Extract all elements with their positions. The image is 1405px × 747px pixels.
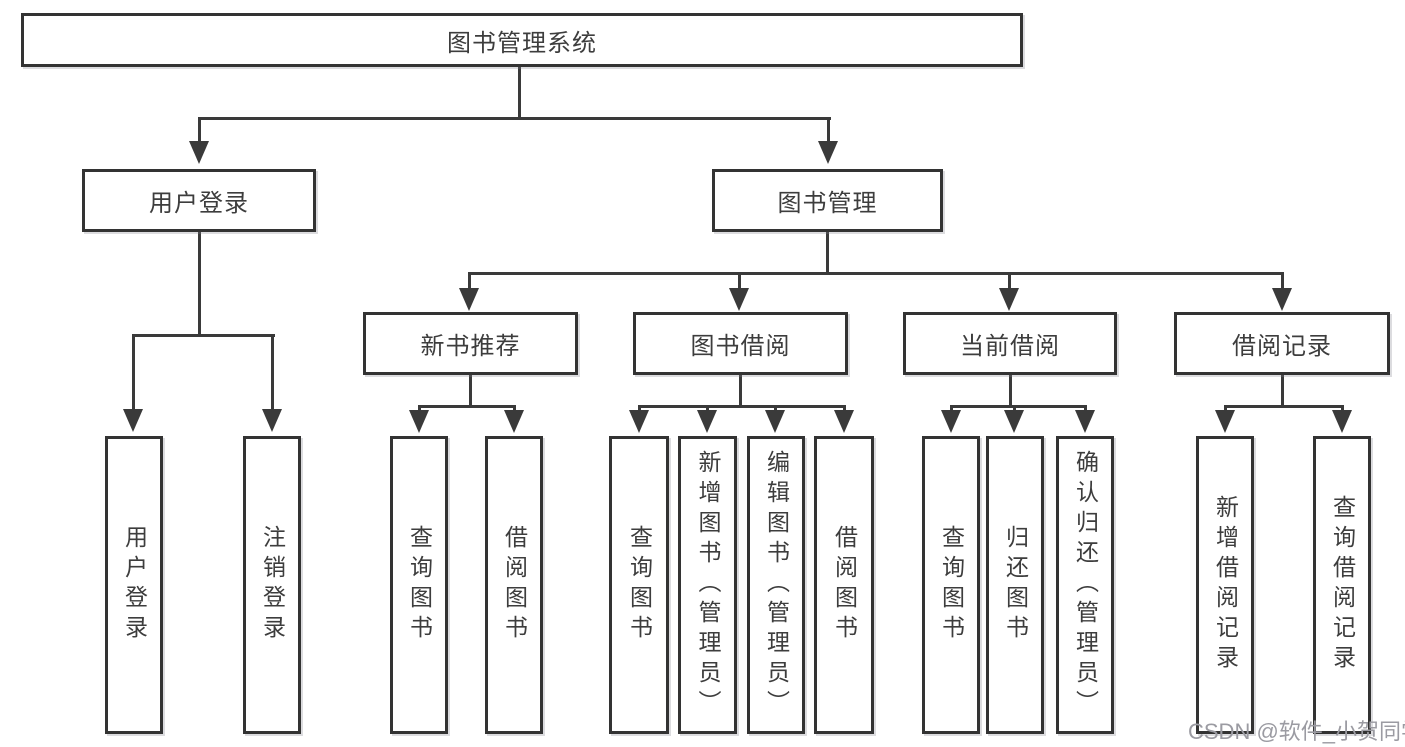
arrow-down-icon: [765, 410, 785, 433]
connector-line: [774, 405, 777, 414]
connector-line: [132, 334, 275, 337]
node-label: 当前借阅: [960, 333, 1060, 360]
node-label: 查询图书: [626, 525, 653, 645]
node-current-borrow: 当前借阅: [903, 312, 1117, 375]
leaf-recommend-borrow-books: 借阅图书: [485, 436, 543, 734]
connector-line: [950, 405, 1087, 408]
connector-line: [468, 272, 1284, 275]
node-new-book-recommend: 新书推荐: [363, 312, 578, 375]
leaf-current-confirm-return-admin: 确认归还（管理员）: [1056, 436, 1114, 734]
connector-line: [198, 117, 831, 120]
arrow-down-icon: [834, 410, 854, 433]
node-label: 借阅记录: [1232, 333, 1332, 360]
arrow-down-icon: [409, 410, 429, 433]
connector-line: [826, 231, 829, 275]
arrow-down-icon: [999, 288, 1019, 311]
connector-line: [132, 334, 135, 411]
leaf-logout-login: 注销登录: [243, 436, 301, 734]
connector-line: [739, 374, 742, 407]
connector-line: [1008, 272, 1011, 290]
connector-line: [706, 405, 709, 414]
connector-line: [1013, 405, 1016, 414]
node-label: 图书管理: [777, 190, 878, 217]
node-label: 确认归还（管理员）: [1072, 450, 1099, 720]
connector-line: [198, 117, 201, 143]
connector-line: [418, 405, 421, 414]
connector-line: [513, 405, 516, 414]
node-label: 新书推荐: [420, 333, 521, 360]
leaf-borrow-edit-books-admin: 编辑图书（管理员）: [747, 436, 805, 734]
node-label: 借阅图书: [501, 525, 528, 645]
arrow-down-icon: [818, 141, 838, 164]
leaf-borrow-add-books-admin: 新增图书（管理员）: [678, 436, 737, 734]
csdn-watermark: CSDN @软件_小贺同学: [1188, 719, 1405, 744]
connector-line: [950, 405, 953, 414]
arrow-down-icon: [123, 409, 143, 432]
leaf-recommend-query-books: 查询图书: [390, 436, 448, 734]
connector-line: [1341, 405, 1344, 414]
connector-line: [1224, 405, 1227, 414]
connector-line: [1281, 272, 1284, 290]
arrow-down-icon: [1004, 410, 1024, 433]
connector-line: [518, 66, 521, 119]
leaf-records-add-borrow-record: 新增借阅记录: [1196, 436, 1254, 734]
leaf-borrow-query-books: 查询图书: [609, 436, 669, 734]
arrow-down-icon: [504, 410, 524, 433]
node-label: 借阅图书: [831, 525, 858, 645]
connector-line: [1084, 405, 1087, 414]
connector-line: [468, 272, 471, 290]
connector-line: [638, 405, 846, 408]
leaf-user-login: 用户登录: [105, 436, 163, 734]
arrow-down-icon: [697, 410, 717, 433]
connector-line: [843, 405, 846, 414]
node-label: 查询图书: [406, 525, 433, 645]
arrow-down-icon: [941, 410, 961, 433]
node-user-login: 用户登录: [82, 169, 316, 232]
connector-line: [1009, 374, 1012, 407]
node-label: 归还图书: [1002, 525, 1029, 645]
node-borrow-records: 借阅记录: [1174, 312, 1390, 375]
node-book-borrow: 图书借阅: [633, 312, 848, 375]
connector-line: [469, 374, 472, 407]
connector-line: [418, 405, 516, 408]
connector-line: [1281, 374, 1284, 407]
node-label: 注销登录: [259, 525, 286, 645]
node-label: 新增图书（管理员）: [695, 450, 721, 720]
node-label: 查询图书: [938, 525, 965, 645]
arrow-down-icon: [729, 288, 749, 311]
node-label: 图书借阅: [690, 333, 791, 360]
connector-line: [638, 405, 641, 414]
arrow-down-icon: [1075, 410, 1095, 433]
connector-line: [1224, 405, 1344, 408]
leaf-current-query-books: 查询图书: [922, 436, 980, 734]
node-label: 用户登录: [121, 525, 148, 645]
leaf-borrow-borrow-books: 借阅图书: [814, 436, 874, 734]
leaf-current-return-books: 归还图书: [986, 436, 1044, 734]
arrow-down-icon: [629, 410, 649, 433]
connector-line: [827, 117, 830, 143]
connector-line: [271, 334, 274, 411]
connector-line: [198, 231, 201, 336]
connector-line: [738, 272, 741, 290]
arrow-down-icon: [262, 409, 282, 432]
leaf-records-query-borrow-record: 查询借阅记录: [1313, 436, 1371, 734]
node-book-management: 图书管理: [712, 169, 943, 232]
arrow-down-icon: [1215, 410, 1235, 433]
node-label: 用户登录: [149, 190, 249, 217]
node-label: 查询借阅记录: [1329, 495, 1356, 675]
arrow-down-icon: [459, 288, 479, 311]
node-label: 编辑图书（管理员）: [763, 450, 790, 720]
node-library-management-system: 图书管理系统: [21, 13, 1023, 67]
arrow-down-icon: [1272, 288, 1292, 311]
node-label: 图书管理系统: [447, 29, 597, 57]
node-label: 新增借阅记录: [1212, 495, 1239, 675]
arrow-down-icon: [189, 141, 209, 164]
arrow-down-icon: [1332, 410, 1352, 433]
